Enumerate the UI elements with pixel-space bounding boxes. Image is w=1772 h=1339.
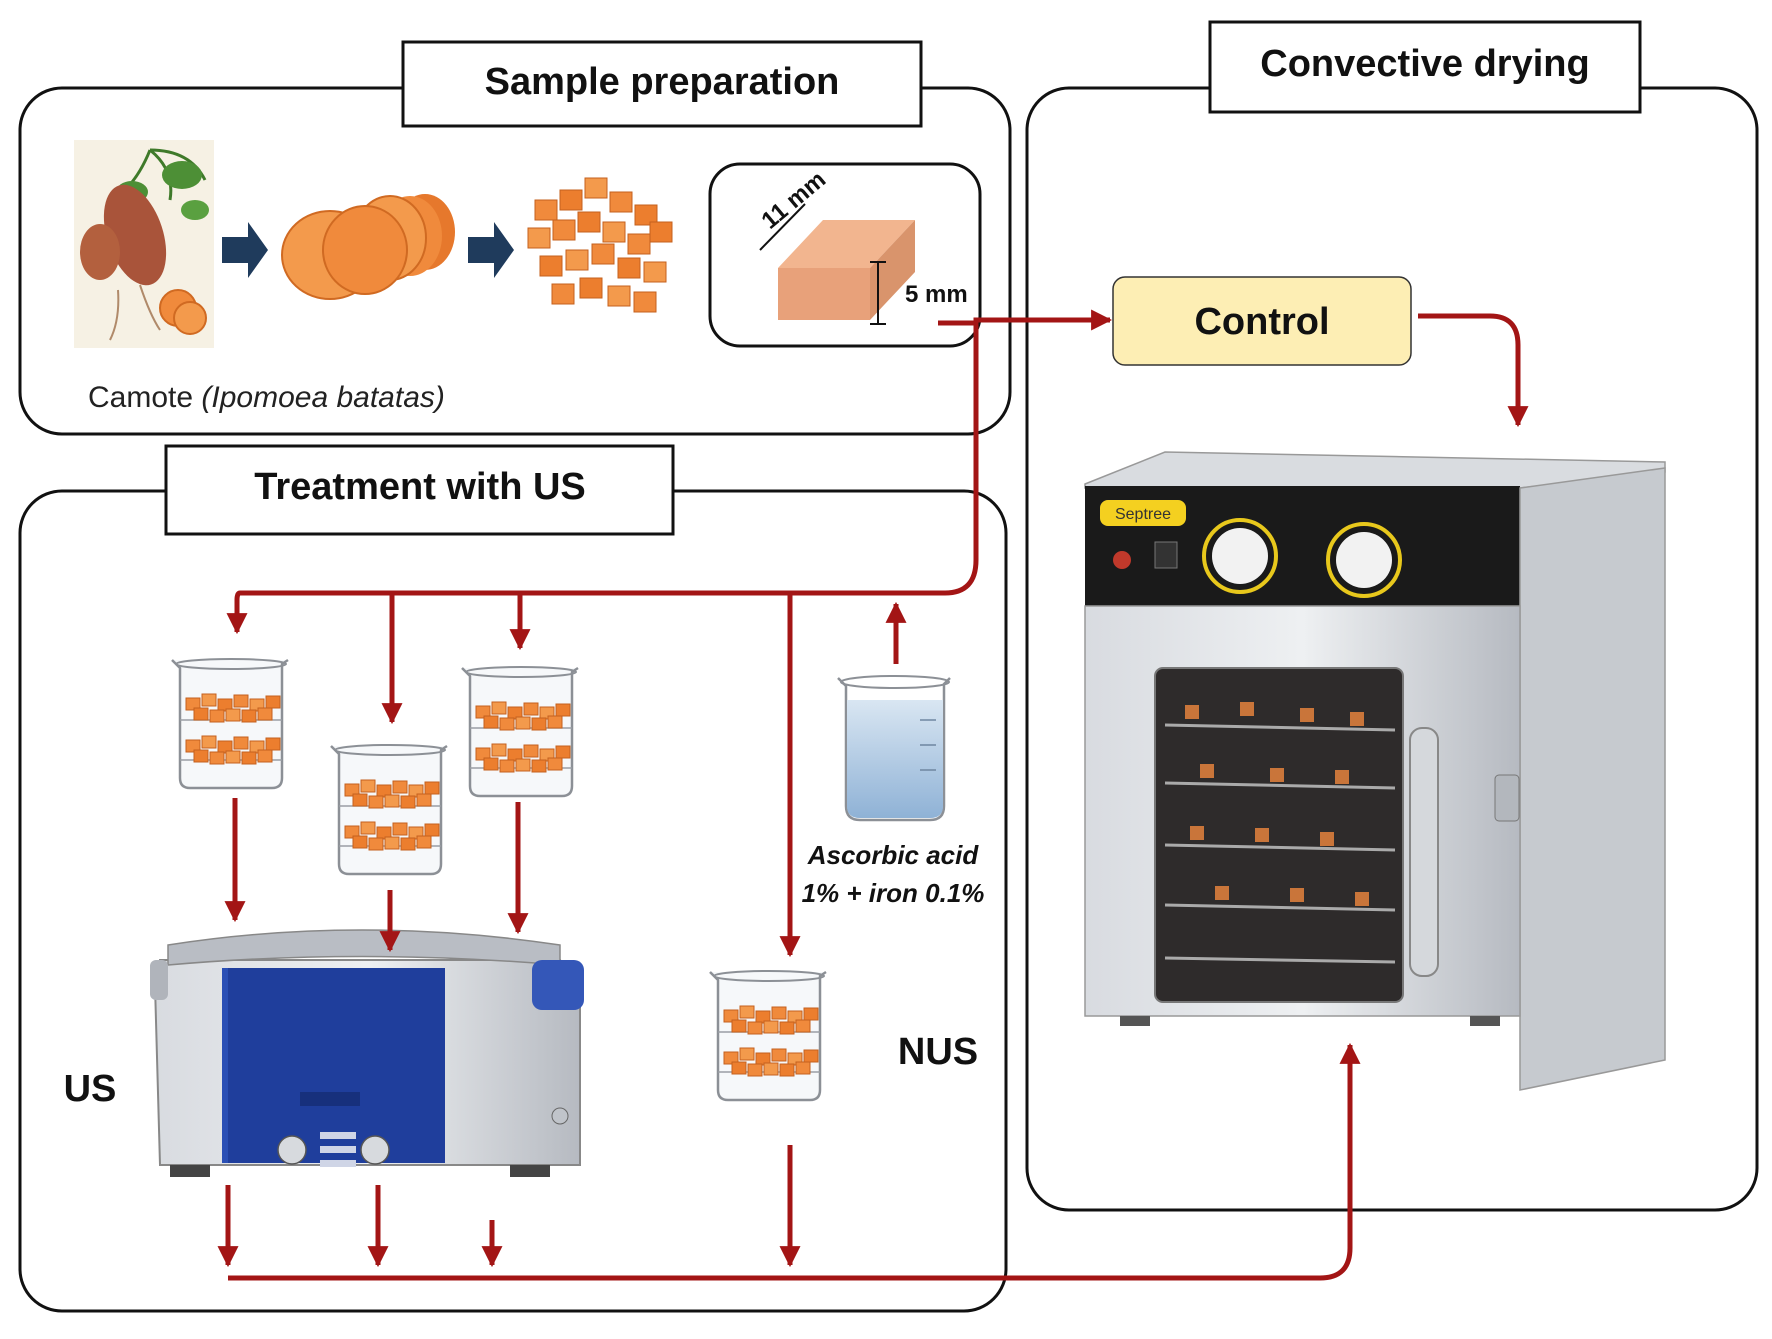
us-label: US	[64, 1068, 117, 1110]
sample-preparation-title-box	[401, 40, 923, 128]
convective-drying-title: Convective drying	[1260, 43, 1589, 85]
solution-label-line1: Ascorbic acid	[807, 840, 980, 870]
control-box	[1112, 276, 1412, 366]
beaker-2	[331, 745, 447, 874]
treatment-title: Treatment with US	[254, 466, 586, 508]
sweet-potato-cubes-image	[527, 177, 673, 313]
convective-drying-title-box	[1208, 20, 1642, 114]
sample-caption-common: Camote	[88, 381, 201, 414]
arrow-sample-to-control	[938, 309, 1113, 331]
step-arrow-2-icon	[468, 222, 514, 278]
solution-beaker	[837, 675, 951, 822]
control-label: Control	[1194, 301, 1329, 343]
nus-label: NUS	[898, 1031, 978, 1073]
length-dimension-line	[759, 203, 806, 251]
arrow-sample-to-treatment	[226, 323, 979, 635]
sweet-potato-plant-image	[74, 140, 214, 348]
solution-label-line2: 1% + iron 0.1%	[802, 878, 985, 908]
sweet-potato-slices-image	[281, 194, 455, 300]
ultrasonic-bath-image	[150, 929, 584, 1177]
beaker-nus	[710, 971, 826, 1100]
sample-caption: Camote (Ipomoea batatas)	[88, 381, 445, 414]
height-dimension-label: 5 mm	[905, 281, 968, 308]
beaker-1	[172, 659, 288, 788]
sample-preparation-title: Sample preparation	[485, 61, 840, 103]
treatment-title-box	[164, 444, 675, 536]
arrow-control-to-dryer	[1418, 313, 1529, 428]
beaker-3	[462, 667, 578, 796]
convective-dryer-image: Septree	[1084, 451, 1666, 1091]
step-arrow-1-icon	[222, 222, 268, 278]
sample-caption-latin: (Ipomoea batatas)	[201, 381, 444, 414]
dryer-brand-label: Septree	[1115, 506, 1171, 523]
arrow-treatment-to-dryer	[228, 1042, 1361, 1281]
cube-block-image	[778, 220, 915, 320]
